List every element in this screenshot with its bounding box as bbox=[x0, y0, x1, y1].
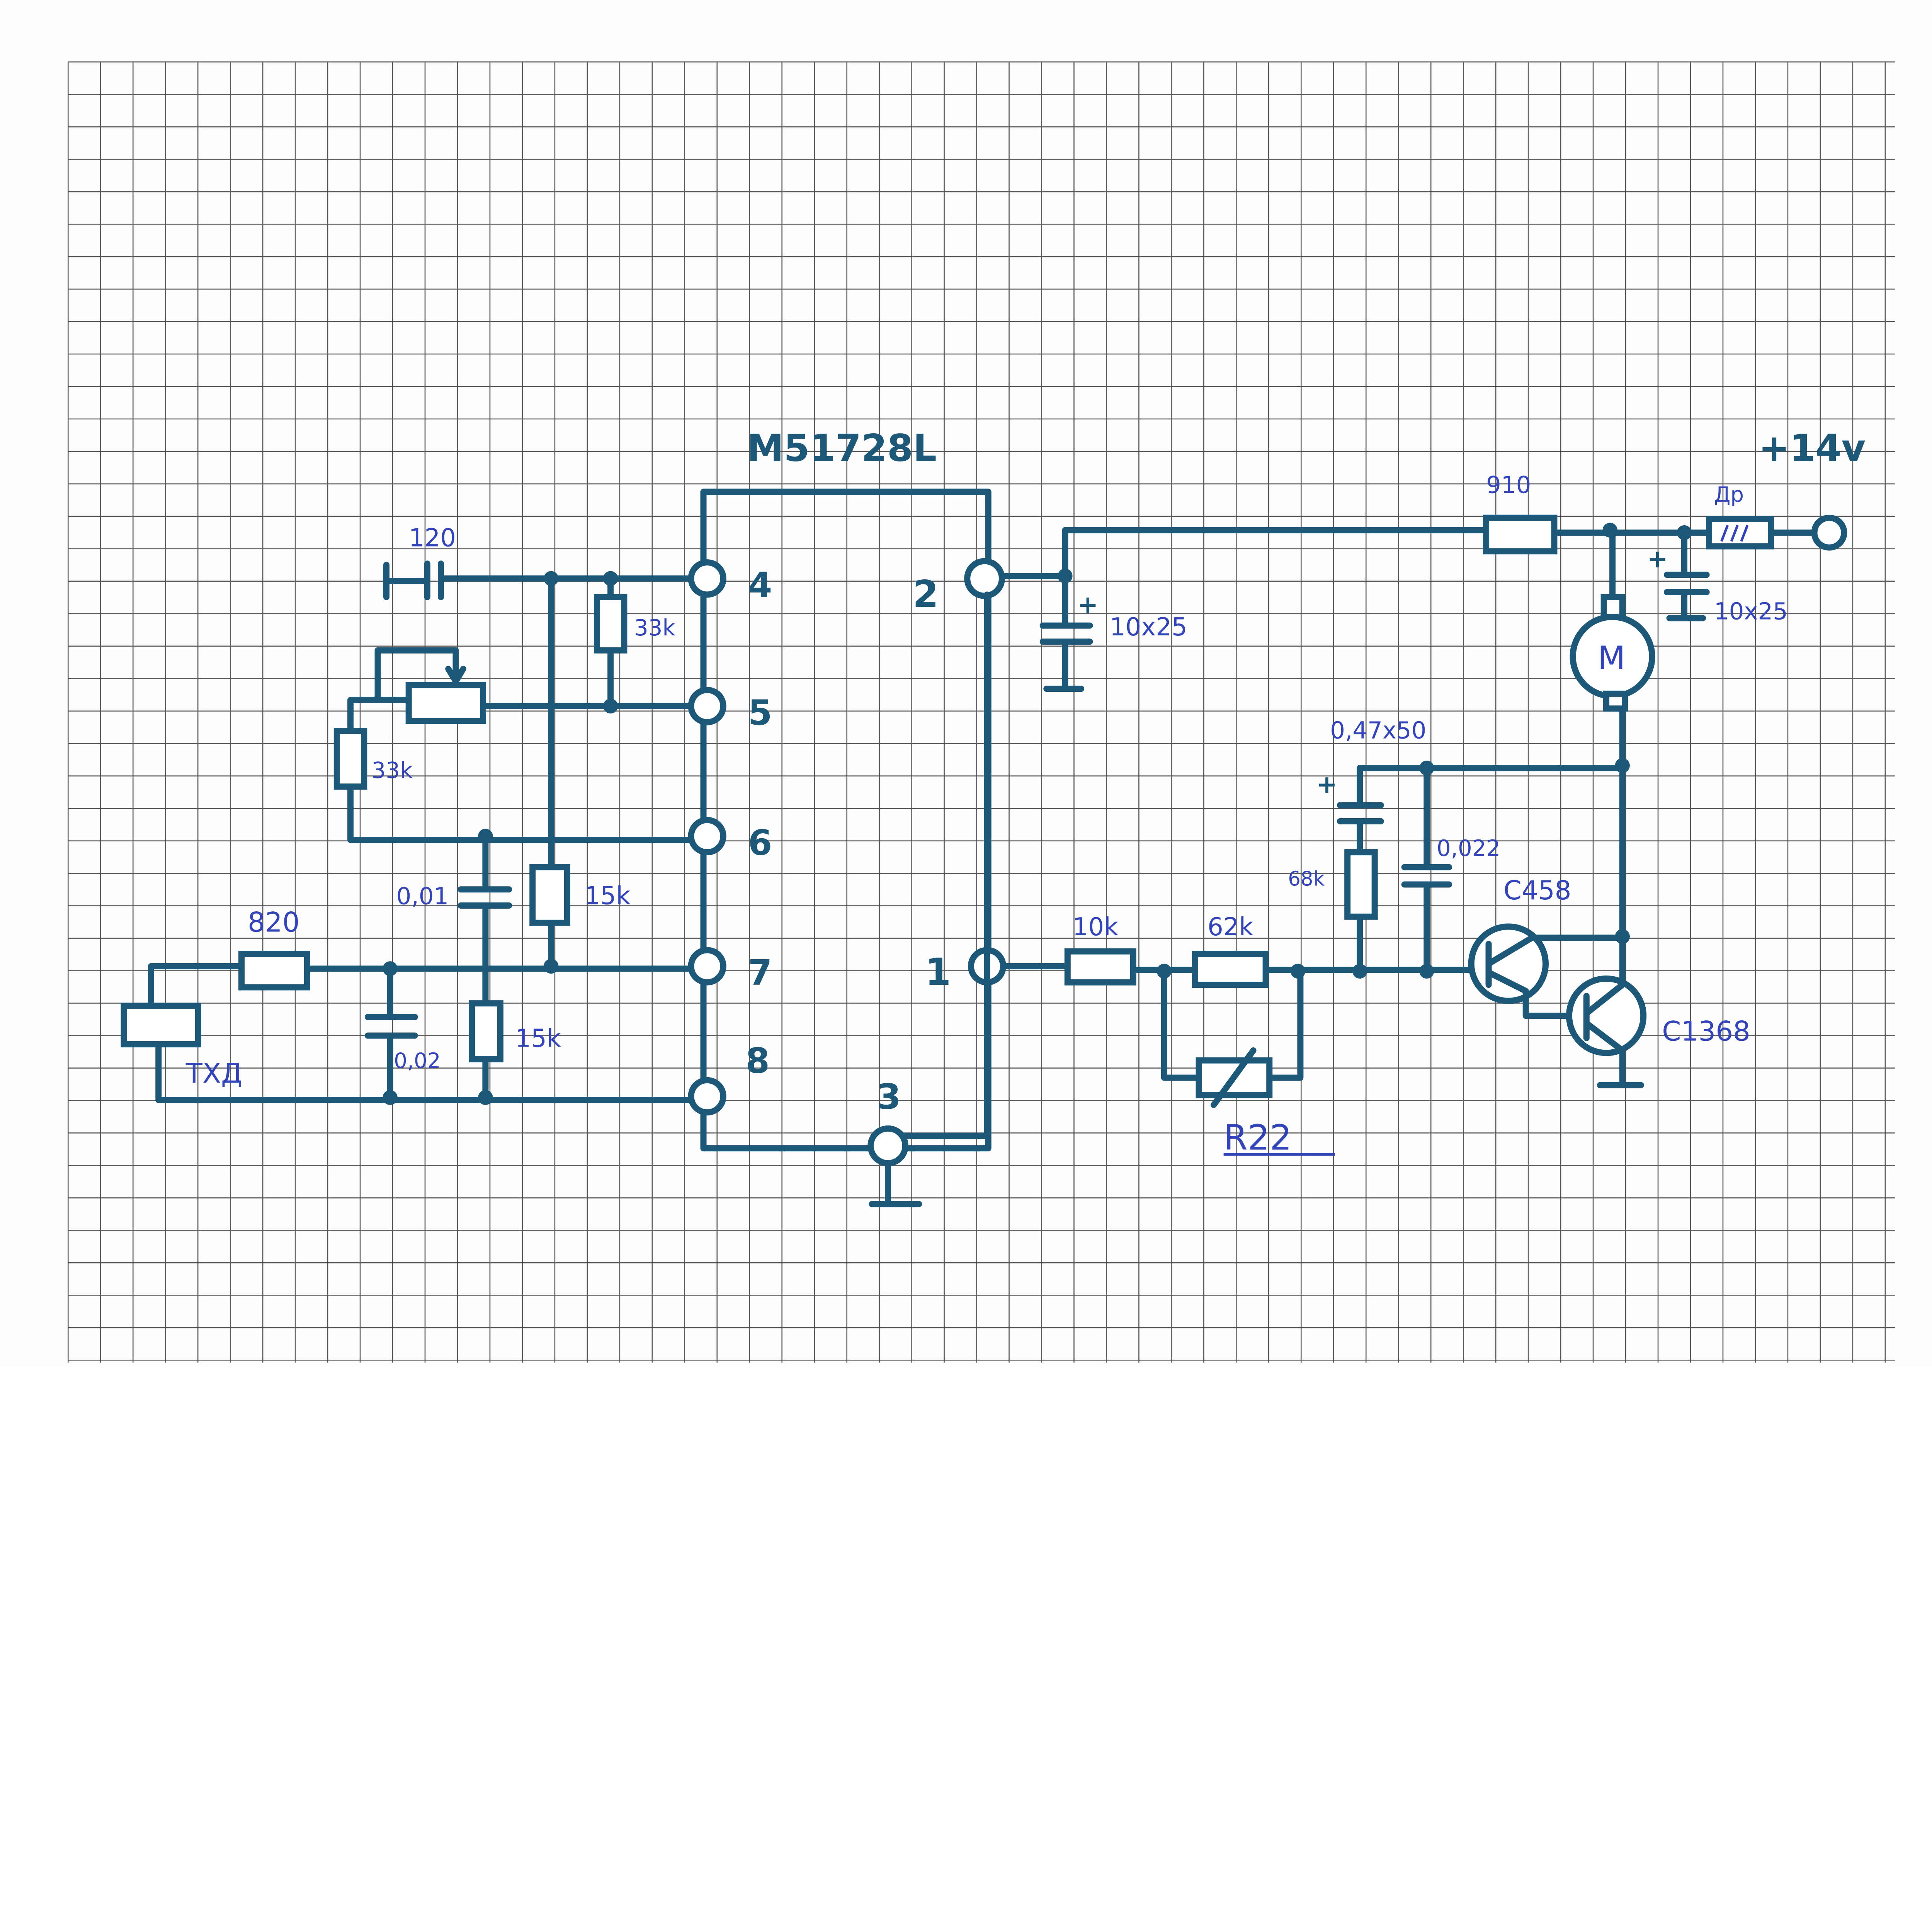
wire-pin4 bbox=[383, 562, 694, 600]
label-choke: Др bbox=[1714, 482, 1744, 507]
left-network: 120 33k 33k 15k 0,01 15k 820 0,02 ТХД bbox=[121, 524, 694, 1105]
label-10k: 10k bbox=[1073, 913, 1119, 941]
label-10x25-left: 10x25 bbox=[1110, 613, 1187, 642]
resistor-33k-left bbox=[333, 728, 367, 790]
wire-pin8 bbox=[155, 1041, 694, 1103]
label-0-022: 0,022 bbox=[1437, 835, 1500, 861]
pin-5 bbox=[688, 687, 726, 725]
plus-sign-left: + bbox=[1077, 591, 1098, 620]
label-910: 910 bbox=[1486, 472, 1531, 499]
label-62k: 62k bbox=[1208, 913, 1253, 941]
label-10x25-right: 10x25 bbox=[1714, 598, 1788, 625]
pin-label-8: 8 bbox=[745, 1041, 769, 1081]
capacitor-0-022 bbox=[1401, 765, 1452, 973]
wire-pin6 bbox=[347, 696, 694, 843]
junction-dot bbox=[1352, 964, 1367, 979]
capacitor-10x25-right bbox=[1664, 529, 1710, 621]
plus-sign-right: + bbox=[1647, 545, 1668, 574]
resistor-33k-top bbox=[594, 594, 628, 654]
label-15k-lower: 15k bbox=[515, 1024, 561, 1053]
junction-dot bbox=[544, 571, 559, 586]
circuit-schematic: M51728L 4 5 6 7 8 2 1 3 120 33k 33k 15k bbox=[67, 61, 1895, 1363]
junction-dot bbox=[1602, 523, 1617, 538]
capacitor-0-01 bbox=[457, 833, 512, 1100]
capacitor-120 bbox=[424, 560, 444, 600]
junction-dot bbox=[383, 1090, 398, 1105]
pin-3 bbox=[867, 1125, 908, 1166]
wire-pin7 bbox=[148, 963, 694, 1009]
label-33k-left: 33k bbox=[372, 757, 413, 783]
potentiometer bbox=[405, 682, 486, 724]
pin-label-1: 1 bbox=[925, 950, 951, 994]
right-network: + 10x25 910 Др +14v + 10x25 M + 0,47x50 … bbox=[902, 426, 1866, 1158]
label-c1368: C1368 bbox=[1662, 1015, 1750, 1047]
resistor-820 bbox=[238, 950, 310, 991]
capacitor-0-47x50 bbox=[1337, 765, 1384, 973]
potentiometer-wiper bbox=[374, 647, 466, 703]
junction-dot bbox=[603, 698, 618, 714]
label-820: 820 bbox=[248, 906, 300, 938]
junction-dot bbox=[1058, 569, 1073, 584]
label-c458: C458 bbox=[1503, 875, 1571, 906]
label-0-01: 0,01 bbox=[396, 883, 449, 910]
label-r22: R22 bbox=[1224, 1118, 1292, 1158]
label-sensor: ТХД bbox=[185, 1057, 242, 1089]
plus-sign-feedback: + bbox=[1316, 770, 1337, 799]
capacitor-0-02 bbox=[364, 965, 418, 1100]
pin-label-4: 4 bbox=[748, 565, 772, 606]
junction-dot bbox=[478, 829, 493, 844]
pin-label-7: 7 bbox=[748, 953, 772, 993]
junction-dot bbox=[383, 961, 398, 976]
pin-label-3: 3 bbox=[877, 1077, 901, 1117]
ground-symbol-ic bbox=[869, 1160, 922, 1207]
resistor-10k bbox=[1064, 948, 1136, 986]
transistor-c1368-leads bbox=[1583, 982, 1626, 1054]
label-120: 120 bbox=[409, 524, 456, 552]
choke bbox=[1706, 516, 1774, 550]
junction-dot bbox=[1677, 525, 1692, 540]
resistor-15k-upper bbox=[529, 864, 570, 926]
label-15k-upper: 15k bbox=[585, 882, 631, 911]
transistor-c458-leads bbox=[1485, 935, 1626, 1019]
pin-label-5: 5 bbox=[748, 693, 772, 733]
pin-4 bbox=[688, 559, 726, 598]
label-33k-top: 33k bbox=[634, 615, 675, 641]
junction-dot bbox=[1419, 760, 1434, 776]
temperature-sensor bbox=[121, 1003, 201, 1047]
pin-2 bbox=[964, 558, 1005, 599]
junction-dot bbox=[1419, 964, 1434, 979]
label-68k: 68k bbox=[1288, 868, 1325, 891]
junction-dot bbox=[544, 958, 559, 974]
pin-label-6: 6 bbox=[748, 823, 772, 863]
wire-r22-bypass bbox=[1161, 967, 1304, 1081]
supply-terminal bbox=[1811, 514, 1847, 551]
resistor-910 bbox=[1483, 514, 1558, 555]
junction-dot bbox=[478, 1090, 493, 1105]
pin-6 bbox=[688, 817, 726, 856]
pin-7 bbox=[688, 947, 726, 986]
resistor-15k-lower bbox=[469, 1000, 503, 1062]
choke-winding-mark bbox=[1720, 524, 1749, 542]
sheet-frame: M51728L 4 5 6 7 8 2 1 3 120 33k 33k 15k bbox=[67, 61, 1895, 1363]
label-supply: +14v bbox=[1759, 426, 1866, 470]
junction-dot bbox=[1156, 964, 1172, 979]
label-0-02: 0,02 bbox=[394, 1048, 440, 1073]
label-motor: M bbox=[1598, 639, 1626, 677]
resistor-62k bbox=[1192, 950, 1269, 988]
junction-dot bbox=[1290, 964, 1306, 979]
label-0-47x50: 0,47x50 bbox=[1330, 717, 1426, 744]
pin-8 bbox=[688, 1077, 726, 1116]
trimmer-r22-arrow bbox=[1211, 1047, 1257, 1108]
junction-dot bbox=[1615, 758, 1630, 773]
junction-dot bbox=[603, 571, 618, 586]
pin-label-2: 2 bbox=[913, 573, 939, 616]
resistor-68k bbox=[1344, 849, 1378, 920]
ic-title: M51728L bbox=[747, 426, 937, 470]
wire-pin2-pin3 bbox=[902, 591, 990, 1139]
capacitor-10x25-left bbox=[1039, 573, 1093, 692]
junction-dot bbox=[1615, 929, 1630, 944]
